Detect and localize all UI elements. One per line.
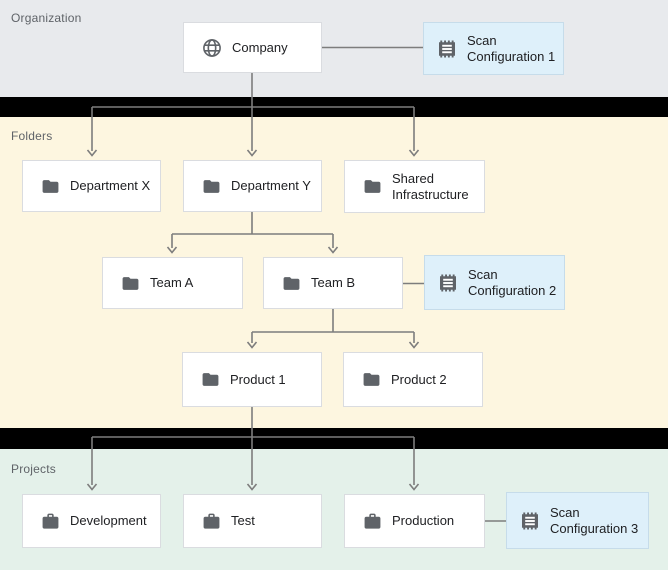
node-shared-infrastructure: Shared Infrastructure	[344, 160, 485, 213]
section-label-folders: Folders	[11, 129, 53, 143]
globe-icon	[202, 38, 222, 58]
node-product-1: Product 1	[182, 352, 322, 407]
node-label: Test	[231, 513, 255, 528]
node-scan-configuration-2: Scan Configuration 2	[424, 255, 565, 310]
node-label: Company	[232, 39, 288, 55]
folder-icon	[201, 370, 220, 389]
node-team-a: Team A	[102, 257, 243, 309]
node-label: Team B	[311, 275, 356, 290]
node-team-b: Team B	[263, 257, 403, 309]
node-label: Department X	[70, 178, 151, 193]
node-label: Shared Infrastructure	[392, 170, 469, 202]
node-development: Development	[22, 494, 161, 548]
node-product-2: Product 2	[343, 352, 483, 407]
folder-icon	[41, 177, 60, 196]
briefcase-icon	[202, 512, 221, 531]
scan-config-icon	[438, 39, 456, 59]
node-label: Scan Configuration 2	[468, 266, 557, 298]
folder-icon	[363, 177, 382, 196]
folder-icon	[121, 274, 140, 293]
scan-config-icon	[439, 273, 457, 293]
section-label-organization: Organization	[11, 11, 82, 25]
folder-icon	[202, 177, 221, 196]
briefcase-icon	[363, 512, 382, 531]
scan-config-icon	[521, 511, 539, 531]
node-label: Scan Configuration 3	[550, 504, 639, 536]
node-scan-configuration-3: Scan Configuration 3	[506, 492, 649, 549]
node-label: Scan Configuration 1	[467, 32, 556, 64]
node-label: Department Y	[231, 178, 311, 193]
node-department-x: Department X	[22, 160, 161, 212]
node-production: Production	[344, 494, 485, 548]
folder-icon	[362, 370, 381, 389]
node-label: Development	[70, 513, 147, 528]
node-label: Team A	[150, 275, 194, 290]
node-company: Company	[183, 22, 322, 73]
node-department-y: Department Y	[183, 160, 322, 212]
section-label-projects: Projects	[11, 462, 56, 476]
node-label: Production	[392, 513, 455, 528]
node-scan-configuration-1: Scan Configuration 1	[423, 22, 564, 75]
folder-icon	[282, 274, 301, 293]
node-test: Test	[183, 494, 322, 548]
node-label: Product 2	[391, 371, 447, 387]
divider-bar	[0, 428, 668, 449]
briefcase-icon	[41, 512, 60, 531]
node-label: Product 1	[230, 371, 286, 387]
